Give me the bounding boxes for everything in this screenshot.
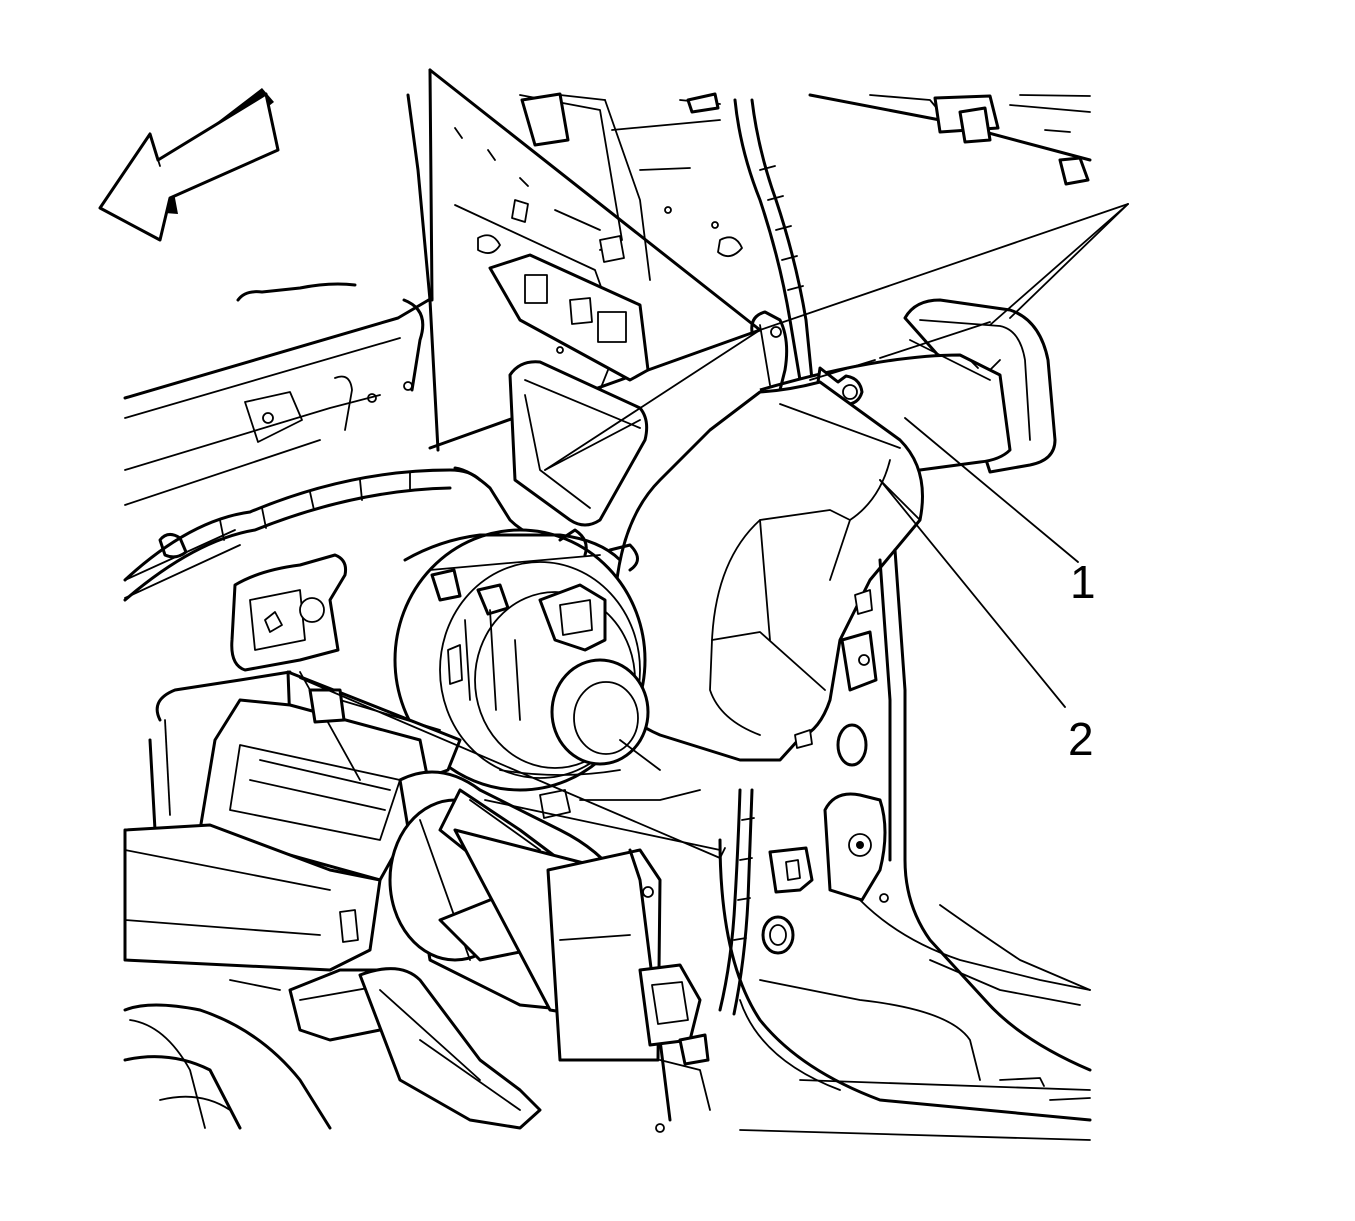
- rear-upper-panel: [808, 93, 1092, 186]
- left-body-panel: [123, 296, 434, 599]
- section-leader-lines: [544, 203, 1129, 471]
- callout-2-label: 2: [1068, 713, 1094, 765]
- right-wheelhouse: [718, 548, 1092, 1141]
- blower-motor-assembly: [393, 528, 661, 792]
- lower-ducting: [299, 677, 726, 1062]
- duct-bracket: [750, 310, 789, 392]
- callout-1: 1: [809, 203, 1129, 608]
- vent-opening: [508, 360, 649, 527]
- floor-duct: [613, 380, 924, 762]
- lower-connectors: [628, 848, 711, 1133]
- inner-pillar-panel: [406, 68, 762, 452]
- front-direction-arrow-icon: [98, 88, 280, 242]
- callout-2: 2: [879, 479, 1094, 765]
- bottom-housing: [123, 967, 542, 1130]
- hvac-module-housing: [123, 553, 462, 972]
- callout-1-label: 1: [1070, 556, 1096, 608]
